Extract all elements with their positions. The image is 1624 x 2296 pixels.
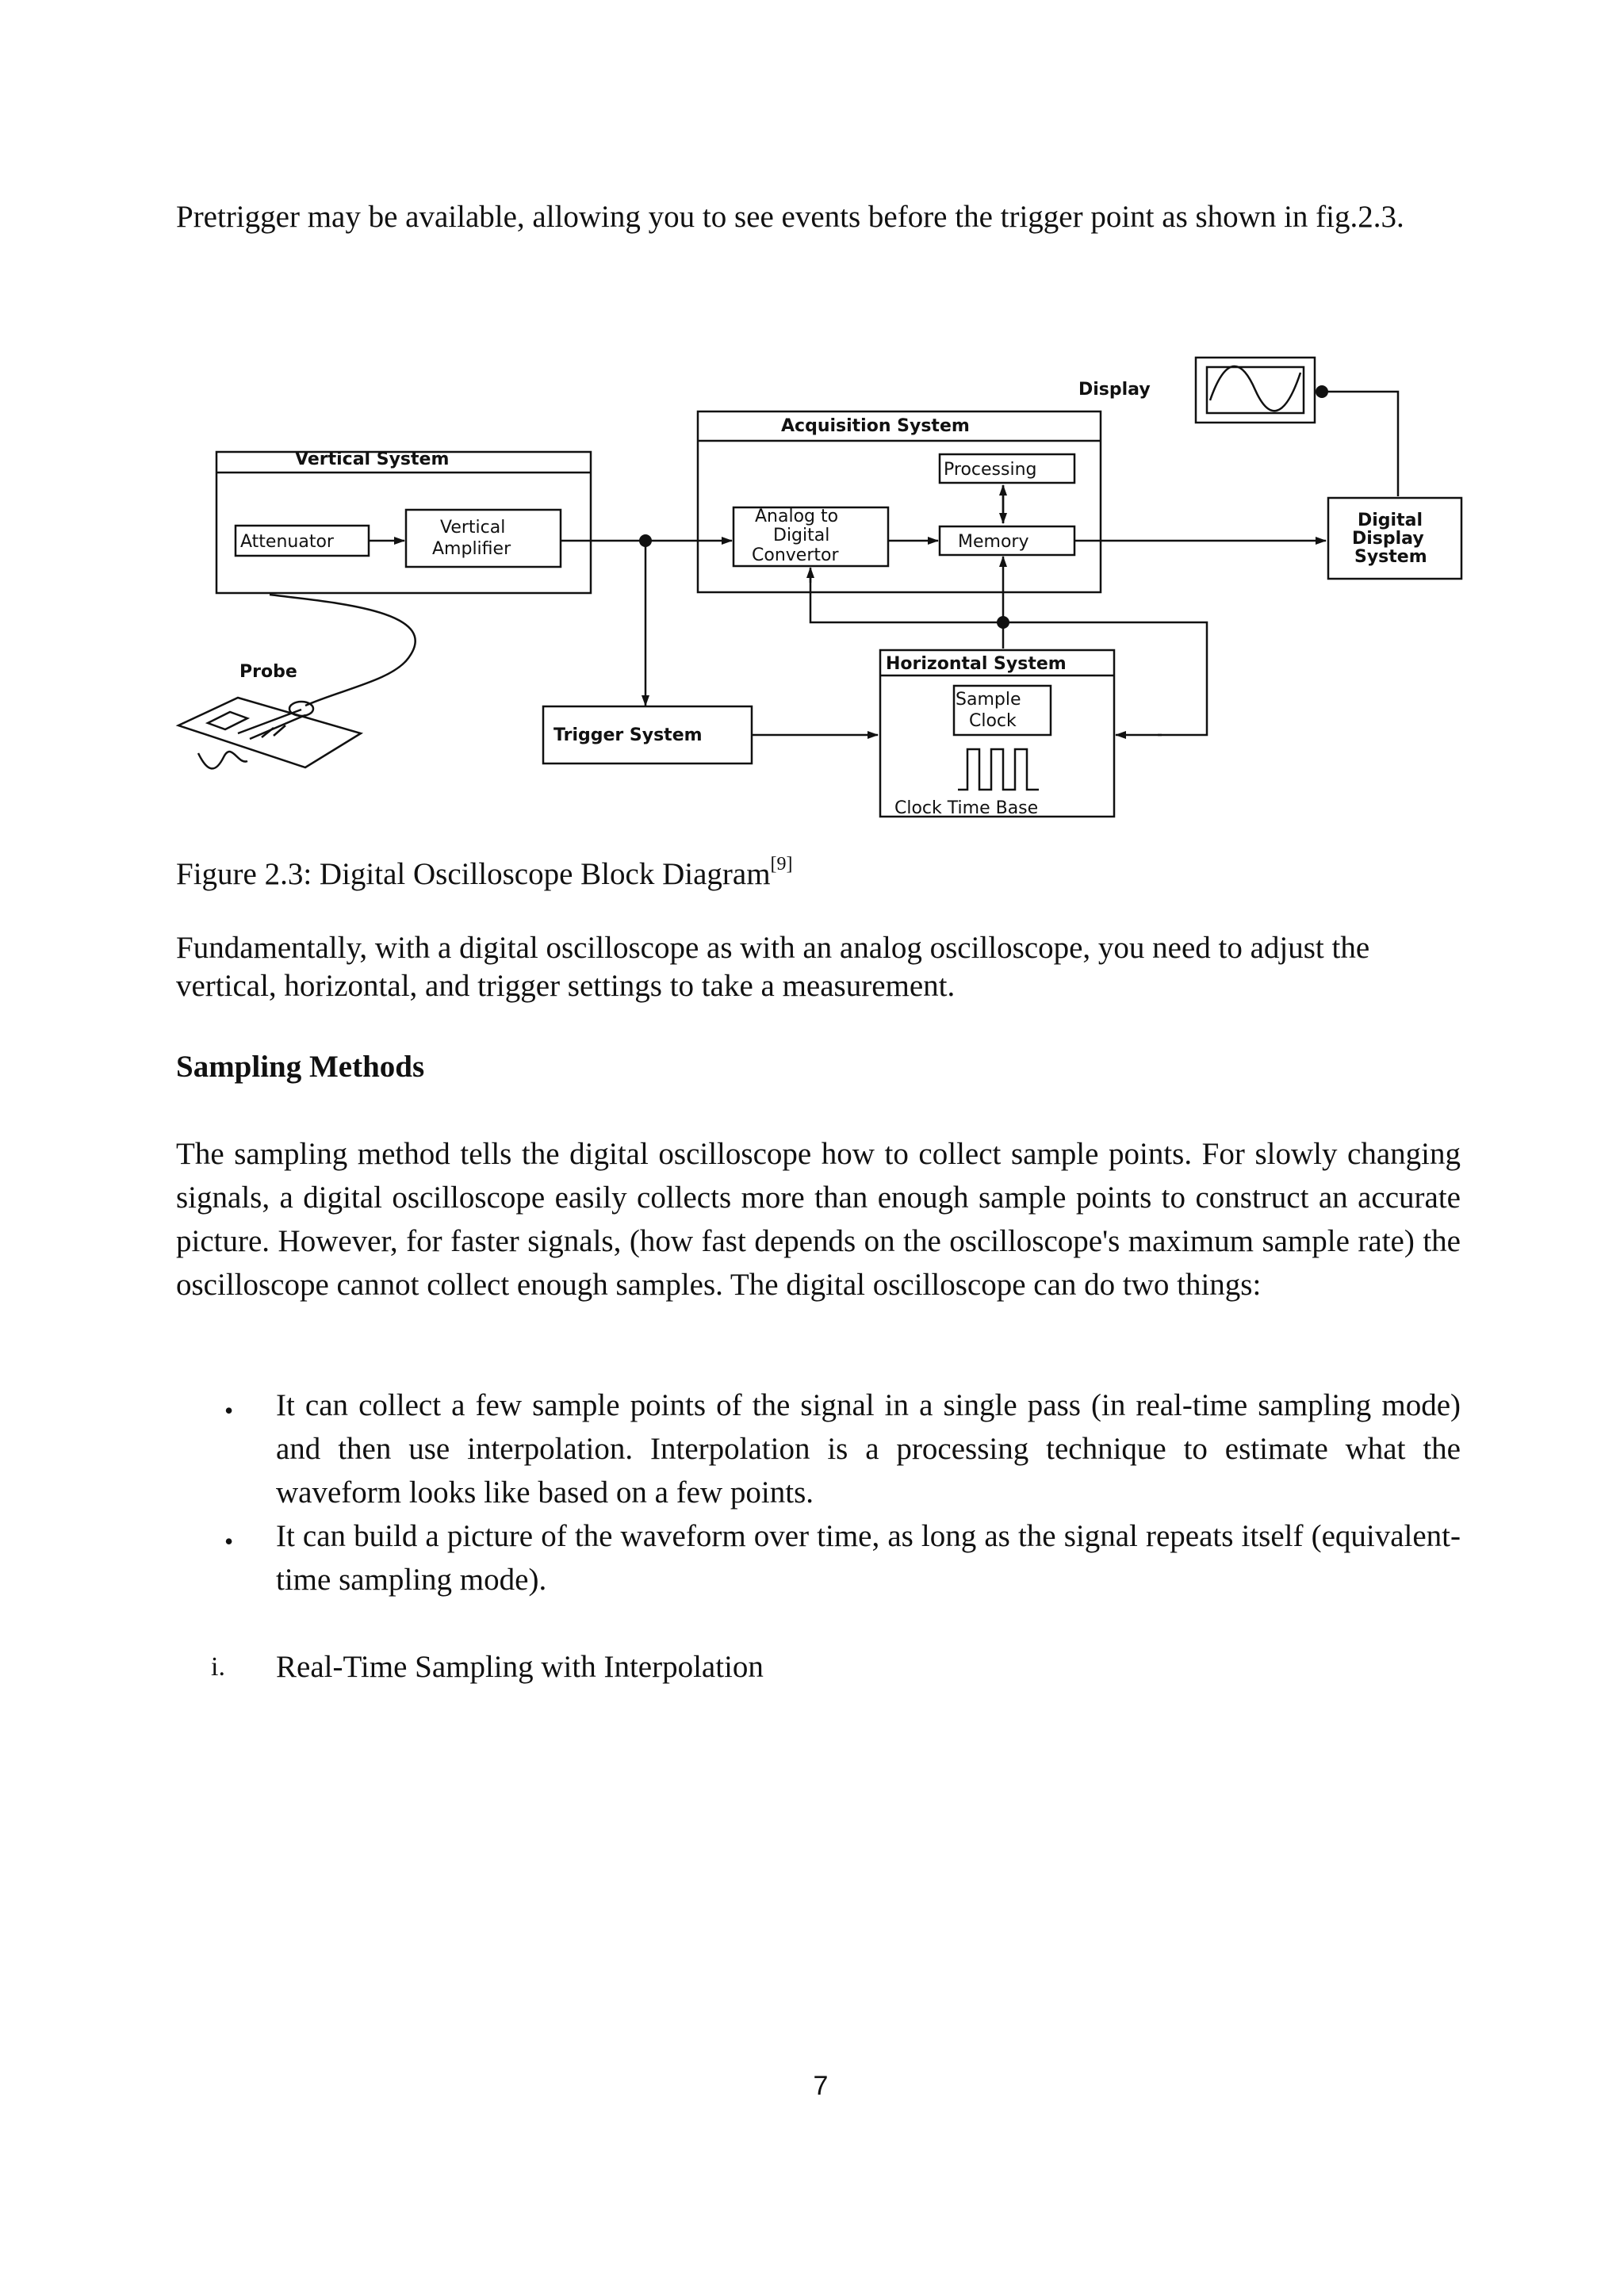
digital-display-system-box bbox=[1327, 496, 1463, 580]
adc-box bbox=[732, 506, 890, 568]
page-number: 7 bbox=[813, 2071, 829, 2101]
sample-clock-label-line1: Sample bbox=[956, 690, 1021, 710]
digital-display-label-line2: Display bbox=[1352, 529, 1424, 549]
figure-caption-reference: [9] bbox=[770, 854, 793, 874]
bullet-item: It can build a picture of the waveform o… bbox=[276, 1519, 1461, 1597]
vertical-amplifier-label-line1: Vertical bbox=[440, 518, 505, 538]
adc-label-line2: Digital bbox=[773, 526, 829, 545]
adc-label-line1: Analog to bbox=[755, 507, 838, 526]
clock-time-base-label: Clock Time Base bbox=[894, 798, 1038, 818]
processing-box bbox=[938, 453, 1076, 484]
acquisition-system-label: Acquisition System bbox=[781, 416, 970, 436]
bullet-item: It can collect a few sample points of th… bbox=[276, 1388, 1461, 1510]
processing-label: Processing bbox=[944, 460, 1036, 480]
sample-clock-label-line2: Clock bbox=[969, 711, 1017, 731]
adc-label-line3: Convertor bbox=[752, 545, 839, 565]
attenuator-label: Attenuator bbox=[240, 532, 335, 552]
oscilloscope-block-diagram: Display Acquisition System Processing An… bbox=[175, 356, 1463, 818]
vertical-amplifier-box bbox=[404, 508, 562, 568]
bullet-marker: • bbox=[224, 1396, 234, 1425]
acquisition-system-box bbox=[696, 410, 1102, 594]
probe-label: Probe bbox=[239, 662, 297, 682]
figure-caption: Figure 2.3: Digital Oscilloscope Block D… bbox=[176, 852, 793, 896]
paragraph-sampling-method: The sampling method tells the digital os… bbox=[176, 1137, 1461, 1302]
display-screen bbox=[1194, 356, 1316, 424]
clock-waveform bbox=[958, 748, 1039, 791]
horizontal-system-box bbox=[879, 649, 1116, 818]
bullet-marker: • bbox=[224, 1527, 234, 1556]
subsection-title: Real-Time Sampling with Interpolation bbox=[276, 1650, 764, 1684]
memory-label: Memory bbox=[958, 532, 1028, 552]
section-heading: Sampling Methods bbox=[176, 1050, 425, 1084]
display-label: Display bbox=[1078, 380, 1151, 400]
digital-display-label-line1: Digital bbox=[1358, 511, 1423, 530]
paragraph-fundamentals: Fundamentally, with a digital oscillosco… bbox=[176, 931, 1370, 1003]
vertical-system-label: Vertical System bbox=[295, 450, 449, 469]
digital-display-label-line3: System bbox=[1354, 547, 1427, 567]
vertical-system-box bbox=[215, 450, 592, 595]
sample-clock-box bbox=[952, 684, 1052, 737]
intro-paragraph: Pretrigger may be available, allowing yo… bbox=[176, 200, 1404, 234]
subsection-number: i. bbox=[211, 1652, 225, 1682]
probe-illustration bbox=[175, 593, 416, 770]
trigger-system-label: Trigger System bbox=[553, 725, 703, 745]
figure-caption-text: Figure 2.3: Digital Oscilloscope Block D… bbox=[176, 857, 771, 891]
horizontal-system-label: Horizontal System bbox=[886, 654, 1067, 674]
vertical-amplifier-label-line2: Amplifier bbox=[432, 539, 511, 559]
